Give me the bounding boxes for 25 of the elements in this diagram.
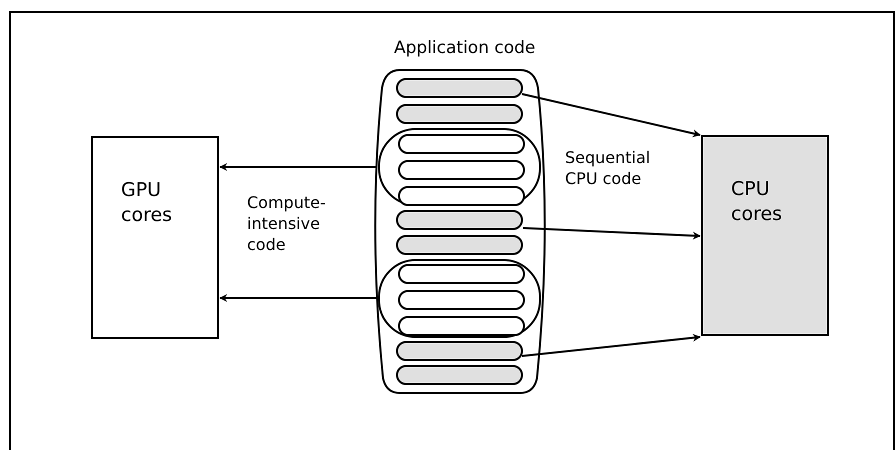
code-segment	[396, 78, 523, 98]
code-segment	[398, 290, 525, 310]
note-label: Sequential CPU code	[565, 147, 652, 189]
code-segment	[398, 160, 525, 180]
code-segment	[396, 365, 523, 385]
arrow	[522, 93, 701, 138]
code-segment	[398, 316, 525, 336]
note-label: Compute-intensive code	[247, 192, 327, 255]
arrow	[219, 294, 377, 302]
code-segment	[398, 186, 525, 206]
arrow	[522, 227, 701, 240]
code-segment	[398, 264, 525, 284]
code-segment	[396, 210, 523, 230]
processor-box	[701, 135, 829, 336]
column-title: Application code	[394, 37, 536, 60]
code-segment	[396, 341, 523, 361]
code-segment	[396, 104, 523, 124]
box-label: GPU cores	[121, 178, 174, 228]
segment-group	[378, 128, 541, 206]
code-segment	[396, 235, 523, 255]
arrow	[219, 163, 377, 171]
segment-group	[378, 259, 541, 338]
box-label: CPU cores	[731, 177, 784, 227]
processor-box	[91, 136, 219, 339]
code-segment	[398, 134, 525, 154]
